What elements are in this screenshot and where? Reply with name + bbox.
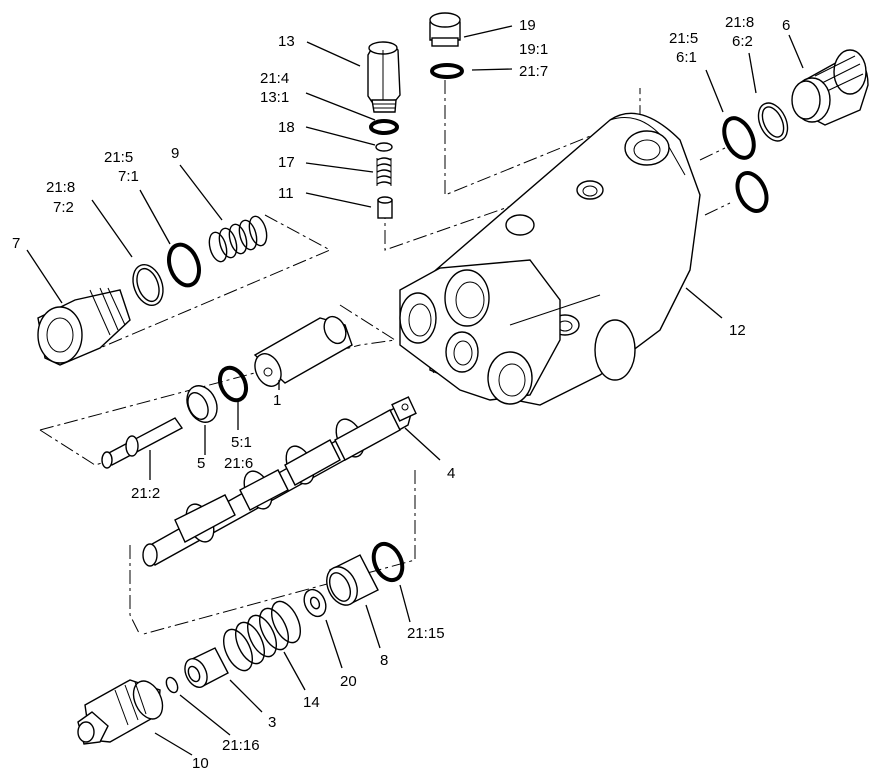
o-ring-21-16 [165,676,179,694]
callout-5-1: 5:1 [231,434,252,451]
o-ring-7-1 [167,242,201,288]
callout-21-5-b: 21:5 [104,149,133,166]
callout-17: 17 [278,154,295,171]
retainer-5 [186,385,218,423]
callout-4: 4 [447,465,455,482]
o-ring-13-1 [369,119,399,135]
callout-21-4: 21:4 [260,70,289,87]
washer-20 [303,588,327,618]
plug-6 [791,49,869,126]
backup-ring-6-2 [757,102,789,142]
spring-9 [208,215,268,263]
part-18 [375,142,393,152]
callout-6: 6 [782,17,790,34]
spool-4 [142,396,417,567]
valve-housing [399,112,701,406]
callout-5: 5 [197,455,205,472]
spring-17 [376,157,392,186]
callout-7: 7 [12,235,20,252]
callout-9: 9 [171,145,179,162]
callout-21-15: 21:15 [407,625,445,642]
poppet-11 [377,196,393,219]
spring-14 [222,600,302,672]
callout-7-2: 7:2 [53,199,74,216]
plug-7 [37,287,131,366]
callout-21-2: 21:2 [131,485,160,502]
pin-21-2 [101,417,184,469]
callout-1: 1 [273,392,281,409]
callout-3: 3 [268,714,276,731]
callout-14: 14 [303,694,320,711]
callout-labels: 13 21:4 13:1 18 17 11 19 19:1 21:7 21:5 … [12,14,790,772]
callout-19: 19 [519,17,536,34]
sleeve-1 [253,315,353,387]
o-ring-5-1 [217,365,249,403]
sleeve-8 [326,554,379,606]
callout-6-1: 6:1 [676,49,697,66]
o-ring-19-1 [430,63,464,79]
o-ring-6-1 [722,116,756,160]
callout-21-8-a: 21:8 [725,14,754,31]
backup-ring-7-2 [132,263,164,307]
spacer-3 [184,647,229,688]
callout-8: 8 [380,652,388,669]
plug-10 [77,679,164,745]
callout-21-7: 21:7 [519,63,548,80]
callout-21-6: 21:6 [224,455,253,472]
callout-13: 13 [278,33,295,50]
fitting-13 [367,41,401,113]
plug-19 [429,12,461,47]
callout-21-5-a: 21:5 [669,30,698,47]
callout-21-8-b: 21:8 [46,179,75,196]
leader-lines [26,25,804,756]
callout-13-1: 13:1 [260,89,289,106]
o-ring-housing [735,171,769,213]
callout-11: 11 [278,185,294,202]
callout-19-1: 19:1 [519,41,548,58]
callout-6-2: 6:2 [732,33,753,50]
callout-21-16: 21:16 [222,737,260,754]
callout-7-1: 7:1 [118,168,139,185]
callout-18: 18 [278,119,295,136]
callout-12: 12 [729,322,746,339]
callout-10: 10 [192,755,209,772]
o-ring-21-15 [371,541,405,583]
callout-20: 20 [340,673,357,690]
